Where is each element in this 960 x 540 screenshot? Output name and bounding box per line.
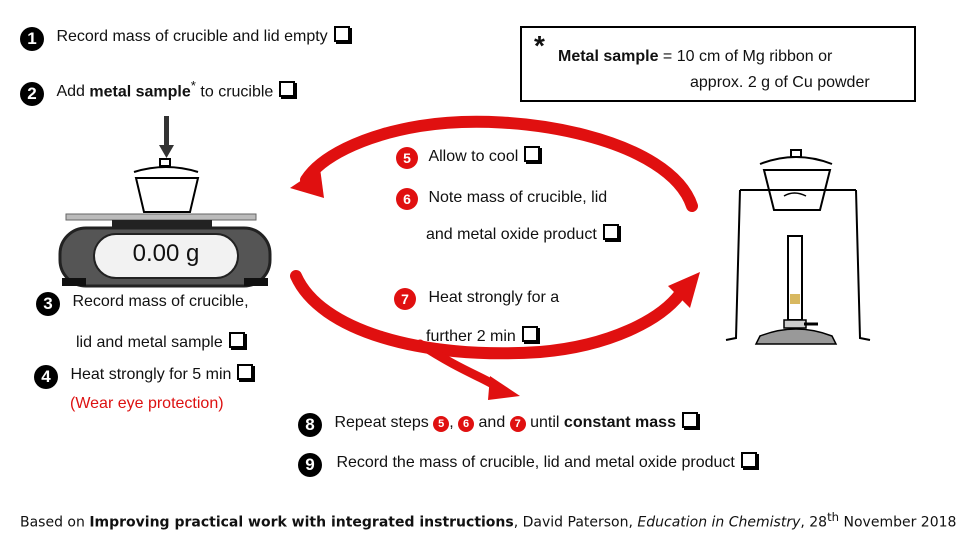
step-3-second-line: lid and metal sample	[76, 332, 245, 353]
cycle-arrows	[290, 115, 700, 400]
balance-icon	[58, 213, 272, 288]
step-2-pre: Add	[56, 83, 90, 101]
right-arrow-head-icon	[668, 272, 700, 308]
balance-reading: 0.00 g	[132, 240, 200, 267]
step-7-line1: Heat strongly for a	[428, 289, 560, 306]
footer-sep: , 28	[800, 514, 828, 531]
step-7-number: 7	[394, 288, 416, 310]
step-2-number: 2	[20, 82, 44, 107]
step-6-checkbox[interactable]	[602, 224, 619, 240]
step-3-line1: Record mass of crucible,	[72, 293, 249, 310]
step-3-line2: lid and metal sample	[76, 334, 223, 351]
step-8-ref-6: 6	[458, 416, 475, 432]
step-3: 3 Record mass of crucible,	[36, 292, 249, 316]
down-arrow-icon	[159, 116, 174, 158]
step-8-mid: until	[525, 414, 564, 431]
step-1-text: Record mass of crucible and lid empty	[56, 28, 328, 45]
footer-sup: th	[827, 510, 840, 524]
footer-title: Improving practical work with integrated…	[89, 514, 514, 531]
footer-citation: Based on Improving practical work with i…	[20, 510, 956, 531]
step-8-ref-7: 7	[509, 416, 526, 432]
step-4-number: 4	[34, 365, 58, 389]
step-7: 7 Heat strongly for a	[394, 288, 559, 310]
bunsen-burner-icon	[725, 149, 871, 345]
step-6-second-line: and metal oxide product	[426, 224, 619, 245]
step-9-text: Record the mass of crucible, lid and met…	[336, 454, 735, 471]
step-1: 1 Record mass of crucible and lid empty	[20, 26, 350, 51]
step-1-number: 1	[20, 27, 44, 51]
step-2-sup: *	[190, 78, 196, 93]
step-5-number: 5	[396, 147, 418, 169]
step-5-text: Allow to cool	[428, 148, 519, 165]
step-6-number: 6	[396, 188, 418, 210]
step-7-line2: further 2 min	[426, 328, 516, 345]
step-9: 9 Record the mass of crucible, lid and m…	[298, 452, 757, 477]
step-5: 5 Allow to cool	[396, 146, 541, 169]
step-2-bold: metal sample	[89, 83, 191, 101]
step-9-number: 9	[298, 453, 322, 477]
step-8-pre: Repeat steps	[334, 414, 434, 431]
step-8-sep: ,	[449, 414, 459, 431]
step-9-checkbox[interactable]	[740, 452, 757, 468]
note-label: Metal sample	[558, 48, 659, 65]
step-2-checkbox[interactable]	[279, 81, 296, 98]
step-8-number: 8	[298, 413, 322, 437]
step-6-line2: and metal oxide product	[426, 226, 597, 243]
down-right-arrow-head-icon	[488, 376, 520, 400]
step-4-checkbox[interactable]	[237, 364, 254, 380]
footer-pre: Based on	[20, 514, 90, 531]
note-line1-text: = 10 cm of Mg ribbon or	[658, 48, 833, 65]
step-7-checkbox[interactable]	[521, 326, 538, 342]
footer-mid: , David Paterson,	[513, 514, 638, 531]
step-8-and: and	[474, 414, 510, 431]
step-6: 6 Note mass of crucible, lid	[396, 188, 607, 210]
left-arrow-head-icon	[290, 168, 324, 198]
step-2: 2 Add metal sample* to crucible	[20, 76, 296, 107]
step-8-checkbox[interactable]	[681, 412, 698, 428]
step-4: 4 Heat strongly for 5 min	[34, 364, 254, 389]
step-6-line1: Note mass of crucible, lid	[428, 189, 608, 206]
step-1-checkbox[interactable]	[333, 26, 350, 42]
step-4-line1: Heat strongly for 5 min	[70, 366, 232, 383]
note-star: *	[534, 30, 545, 61]
step-3-checkbox[interactable]	[228, 332, 245, 348]
crucible-on-balance-icon	[133, 158, 200, 213]
step-5-checkbox[interactable]	[524, 146, 541, 162]
note-line1: Metal sample = 10 cm of Mg ribbon or	[558, 48, 832, 66]
footer-post: November 2018	[839, 514, 957, 531]
step-2-post: to crucible	[195, 83, 274, 101]
step-8-bold: constant mass	[563, 414, 676, 431]
step-3-number: 3	[36, 292, 60, 316]
footer-journal: Education in Chemistry	[637, 514, 801, 531]
note-line2: approx. 2 g of Cu powder	[690, 74, 870, 91]
metal-sample-note: * Metal sample = 10 cm of Mg ribbon or a…	[520, 26, 916, 102]
step-4-warning: (Wear eye protection)	[70, 395, 224, 412]
step-8-ref-5: 5	[433, 416, 450, 432]
step-7-second-line: further 2 min	[426, 326, 538, 347]
step-8: 8 Repeat steps 5, 6 and 7 until constant…	[298, 412, 698, 437]
